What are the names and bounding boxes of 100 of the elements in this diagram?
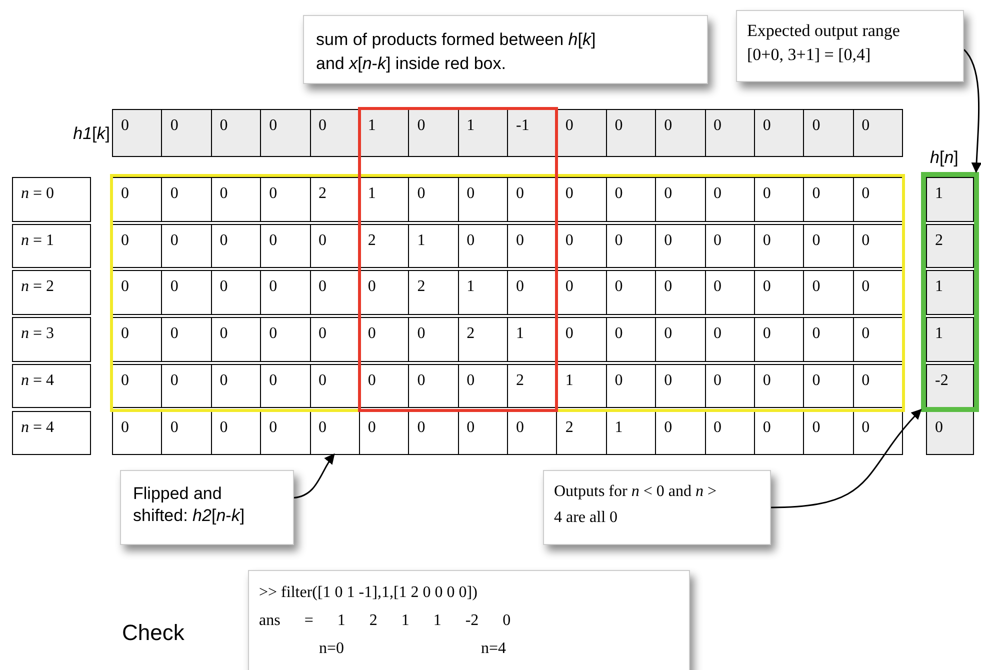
table-cell: 0 xyxy=(606,224,656,268)
table-cell: 0 xyxy=(803,364,854,408)
table-cell: 1 xyxy=(408,224,459,268)
table-cell: n = 4 xyxy=(12,364,91,408)
column-label: h[n] xyxy=(930,147,958,169)
table-cell: 0 xyxy=(260,364,310,408)
table-cell: 0 xyxy=(161,177,212,222)
arrow xyxy=(770,408,922,508)
table-cell: n = 2 xyxy=(12,270,91,316)
table-cell: 0 xyxy=(754,364,804,408)
table-cell: 0 xyxy=(926,410,974,456)
table-cell: 0 xyxy=(852,317,903,362)
table-cell: 0 xyxy=(704,270,755,316)
table-cell: 0 xyxy=(606,270,656,316)
table-cell: 0 xyxy=(655,364,706,408)
table-cell: 0 xyxy=(358,364,410,408)
table-cell: 1 xyxy=(556,364,607,408)
table-cell: 0 xyxy=(210,270,262,316)
table-cell: 0 xyxy=(358,270,410,316)
callout-box: Expected output range [0+0, 3+1] = [0,4] xyxy=(736,10,964,82)
table-cell: 0 xyxy=(112,364,162,408)
table-cell: 0 xyxy=(803,109,854,157)
table-cell: 0 xyxy=(556,270,607,316)
table-cell: 1 xyxy=(358,177,410,222)
table-cell: 0 xyxy=(112,270,162,316)
table-cell: 0 xyxy=(210,109,262,157)
table-cell: -1 xyxy=(507,109,558,157)
table-cell: 0 xyxy=(310,109,360,157)
table-cell: 0 xyxy=(556,317,607,362)
table-cell: 0 xyxy=(606,317,656,362)
table-cell: 0 xyxy=(852,410,903,456)
table-cell: 0 xyxy=(507,270,558,316)
table-cell: 0 xyxy=(260,270,310,316)
table-cell: 0 xyxy=(803,224,854,268)
callout-box: Flipped and shifted: h2[n-k] xyxy=(120,470,294,545)
table-cell: 1 xyxy=(926,317,974,362)
table-cell: 0 xyxy=(210,224,262,268)
table-cell: 0 xyxy=(704,224,755,268)
table-cell: 2 xyxy=(408,270,459,316)
table-cell: 0 xyxy=(852,364,903,408)
table-cell: 0 xyxy=(358,317,410,362)
row-label: h1[k] xyxy=(72,123,110,145)
table-cell: 0 xyxy=(210,364,262,408)
table-cell: 0 xyxy=(754,224,804,268)
table-cell: n = 1 xyxy=(12,224,91,268)
table-cell: 0 xyxy=(507,177,558,222)
table-cell: 0 xyxy=(507,224,558,268)
table-cell: 0 xyxy=(161,317,212,362)
table-cell: 1 xyxy=(458,270,508,316)
table-cell: 0 xyxy=(556,177,607,222)
table-cell: 0 xyxy=(852,177,903,222)
table-cell: 0 xyxy=(655,177,706,222)
table-cell: 0 xyxy=(754,177,804,222)
table-cell: 0 xyxy=(408,364,459,408)
highlight-frame xyxy=(921,172,979,412)
check-label: Check xyxy=(122,619,184,647)
table-cell: 0 xyxy=(112,224,162,268)
table-cell: 0 xyxy=(408,109,459,157)
table-cell: 0 xyxy=(606,364,656,408)
callout-box: sum of products formed between h[k] and x[n-k] inside red box. xyxy=(303,15,708,84)
table-cell: 0 xyxy=(754,317,804,362)
table-cell: 0 xyxy=(161,270,212,316)
table-cell: 0 xyxy=(161,364,212,408)
table-cell: 0 xyxy=(803,177,854,222)
table-cell: 1 xyxy=(507,317,558,362)
table-cell: 0 xyxy=(655,270,706,316)
arrow xyxy=(294,453,335,498)
table-cell: 0 xyxy=(310,270,360,316)
table-cell: 2 xyxy=(358,224,410,268)
table-cell: 0 xyxy=(556,109,607,157)
table-cell: 1 xyxy=(458,109,508,157)
table-cell: 0 xyxy=(458,224,508,268)
table-cell: 0 xyxy=(655,224,706,268)
table-cell: 2 xyxy=(310,177,360,222)
table-cell: 0 xyxy=(655,317,706,362)
table-cell: 0 xyxy=(754,270,804,316)
table-cell: 0 xyxy=(704,317,755,362)
table-cell: 0 xyxy=(210,317,262,362)
code-line: ans = 1 2 1 1 -2 0 xyxy=(259,611,511,631)
table-cell: 0 xyxy=(310,364,360,408)
table-cell: 0 xyxy=(112,317,162,362)
code-line: >> filter([1 0 1 -1],1,[1 2 0 0 0 0]) xyxy=(259,583,478,603)
table-cell: 0 xyxy=(852,270,903,316)
table-cell: 0 xyxy=(803,317,854,362)
table-cell: 0 xyxy=(458,364,508,408)
table-cell: 2 xyxy=(458,317,508,362)
table-cell: 0 xyxy=(161,224,212,268)
index-note: n=0 xyxy=(319,639,344,659)
table-cell: 0 xyxy=(852,109,903,157)
table-cell: 0 xyxy=(704,109,755,157)
table-cell: 0 xyxy=(852,224,903,268)
table-cell: 0 xyxy=(112,410,162,456)
table-cell: 0 xyxy=(556,224,607,268)
table-cell: 0 xyxy=(310,224,360,268)
table-cell: -2 xyxy=(926,364,974,408)
table-cell: 0 xyxy=(803,270,854,316)
table-cell: 1 xyxy=(926,177,974,222)
table-cell: 0 xyxy=(161,109,212,157)
table-cell: 0 xyxy=(310,317,360,362)
table-cell: 0 xyxy=(260,224,310,268)
